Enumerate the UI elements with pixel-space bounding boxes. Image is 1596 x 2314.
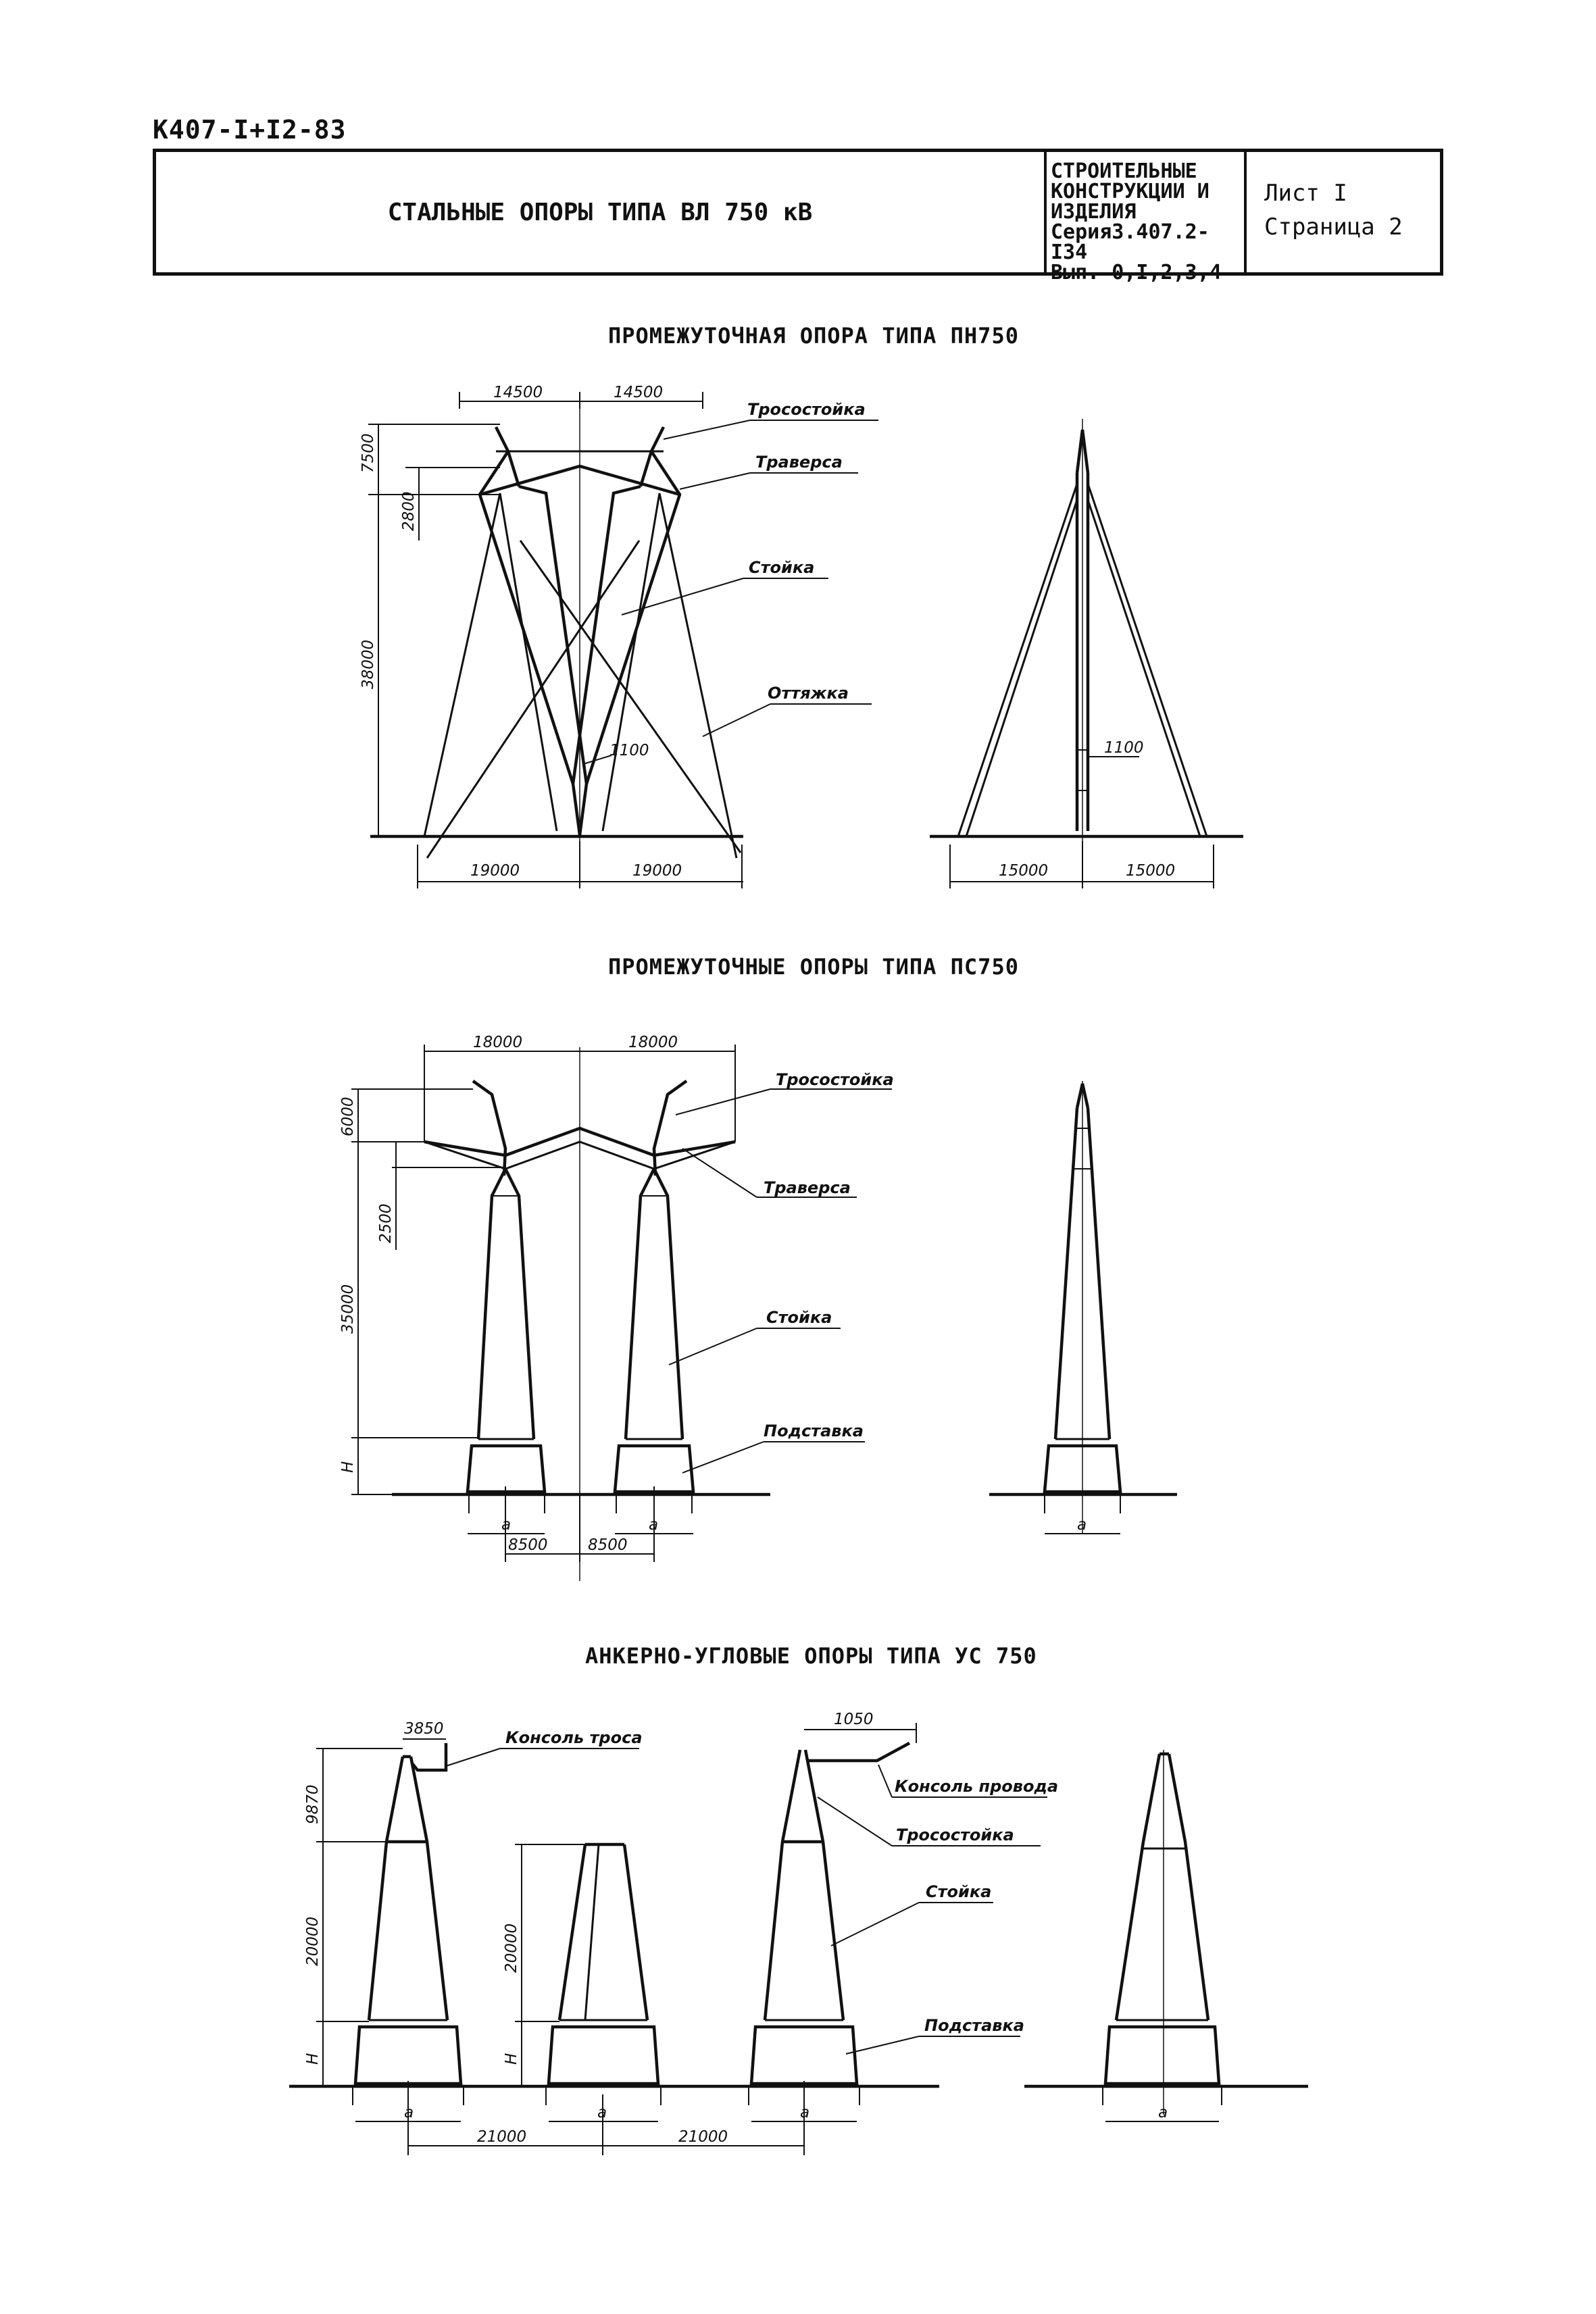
dim-h2: 20000 xyxy=(304,1917,322,1966)
us750-spans xyxy=(408,2094,804,2155)
dim-side-leg: 1100 xyxy=(1104,739,1144,757)
dim-leg: 1100 xyxy=(609,742,649,759)
dim-a3: a xyxy=(1077,1516,1087,1534)
label-traversa: Траверса xyxy=(755,453,843,472)
label-konsol-provoda: Консоль провода xyxy=(895,1777,1058,1796)
dim-base-left: 8500 xyxy=(508,1536,548,1554)
dim-base-left: 19000 xyxy=(470,862,520,880)
ps750-side-view: a xyxy=(989,1081,1177,1534)
main-title: СТАЛЬНЫЕ ОПОРЫ ТИПА ВЛ 750 кВ xyxy=(156,152,1047,272)
series-line: КОНСТРУКЦИИ И xyxy=(1051,180,1210,203)
label-konsol-trosa: Консоль троса xyxy=(505,1728,643,1747)
dim-a3: a xyxy=(800,2104,809,2121)
page-number: Страница 2 xyxy=(1264,213,1403,241)
label-trosostoika: Тросостойка xyxy=(896,1826,1014,1844)
title-block: СТАЛЬНЫЕ ОПОРЫ ТИПА ВЛ 750 кВ СТРОИТЕЛЬН… xyxy=(153,149,1443,283)
dim-top-left: 14500 xyxy=(493,384,543,401)
pn750-labels: Тросостойка Траверса Стойка Оттяжка 1450… xyxy=(359,384,866,880)
label-stoika: Стойка xyxy=(926,1882,991,1901)
dim-c2: 1050 xyxy=(834,1711,874,1728)
pn750-side-view: 1100 15000 15000 xyxy=(930,419,1243,888)
dim-top-right: 14500 xyxy=(614,384,663,401)
us750-tower-3 xyxy=(748,1723,1047,2155)
pn750-front-view xyxy=(368,392,878,888)
section-title-ps750: ПРОМЕЖУТОЧНЫЕ ОПОРЫ ТИПА ПС750 xyxy=(608,954,1019,980)
dim-side-base-right: 15000 xyxy=(1126,862,1175,880)
label-ottyazhka: Оттяжка xyxy=(768,684,849,703)
dim-h1: 6000 xyxy=(339,1097,357,1136)
dim-h3: 20000 xyxy=(503,1923,520,1973)
dim-top-left: 18000 xyxy=(473,1034,522,1051)
series-line: Серия3.407.2-I34 xyxy=(1051,220,1210,264)
dim-a1: a xyxy=(501,1516,511,1534)
dim-c1: 3850 xyxy=(404,1720,444,1738)
label-stoika: Стойка xyxy=(749,558,814,577)
label-trosostoika: Тросостойка xyxy=(776,1070,894,1089)
label-podstavka: Подставка xyxy=(764,1422,864,1440)
us750-tower-2 xyxy=(515,1842,662,2122)
sheet-number: Лист I xyxy=(1264,180,1347,207)
label-podstavka: Подставка xyxy=(924,2016,1024,2035)
series-line: СТРОИТЕЛЬНЫЕ xyxy=(1051,159,1197,183)
dim-span-right: 21000 xyxy=(678,2128,728,2146)
series-info: СТРОИТЕЛЬНЫЕ КОНСТРУКЦИИ И ИЗДЕЛИЯ Серия… xyxy=(1044,152,1247,283)
dim-h3: 35000 xyxy=(339,1284,357,1334)
dim-h2: 2800 xyxy=(400,491,418,531)
dim-base-right: 8500 xyxy=(588,1536,628,1554)
us750-labels: Консоль троса Консоль провода Тросостойк… xyxy=(304,1711,1168,2146)
dim-h1: 7500 xyxy=(359,433,377,473)
dim-h3: 38000 xyxy=(359,640,377,689)
label-stoika: Стойка xyxy=(766,1308,832,1327)
dim-hH1: H xyxy=(304,2053,322,2065)
us750-tower-1 xyxy=(289,1738,939,2155)
dim-h1: 9870 xyxy=(304,1784,322,1824)
us750-side-view xyxy=(1024,1750,1308,2122)
dim-h4: H xyxy=(339,1461,357,1473)
dim-side-base-left: 15000 xyxy=(999,862,1048,880)
label-traversa: Траверса xyxy=(764,1178,851,1197)
section-title-us750: АНКЕРНО-УГЛОВЫЕ ОПОРЫ ТИПА УС 750 xyxy=(585,1643,1037,1669)
ps750-labels: Тросостойка Траверса Стойка Подставка 18… xyxy=(339,1034,894,1554)
document-code: К407-I+I2-83 xyxy=(153,115,347,145)
dim-a2: a xyxy=(597,2104,607,2121)
dim-span-left: 21000 xyxy=(477,2128,526,2146)
dim-a2: a xyxy=(649,1516,658,1534)
series-line: Вып. 0,I,2,3,4 xyxy=(1051,261,1222,284)
ps750-front-view xyxy=(351,1045,892,1581)
dim-top-right: 18000 xyxy=(628,1034,678,1051)
sheet-info: Лист I Страница 2 xyxy=(1247,152,1440,272)
dim-a1: a xyxy=(404,2104,414,2121)
dim-hH2: H xyxy=(503,2053,520,2065)
label-trosostoika: Тросостойка xyxy=(747,400,866,419)
dim-base-right: 19000 xyxy=(632,862,682,880)
series-line: ИЗДЕЛИЯ xyxy=(1051,200,1137,224)
dim-a4: a xyxy=(1158,2104,1168,2121)
dim-h2: 2500 xyxy=(377,1203,395,1243)
section-title-pn750: ПРОМЕЖУТОЧНАЯ ОПОРА ТИПА ПН750 xyxy=(608,323,1019,349)
